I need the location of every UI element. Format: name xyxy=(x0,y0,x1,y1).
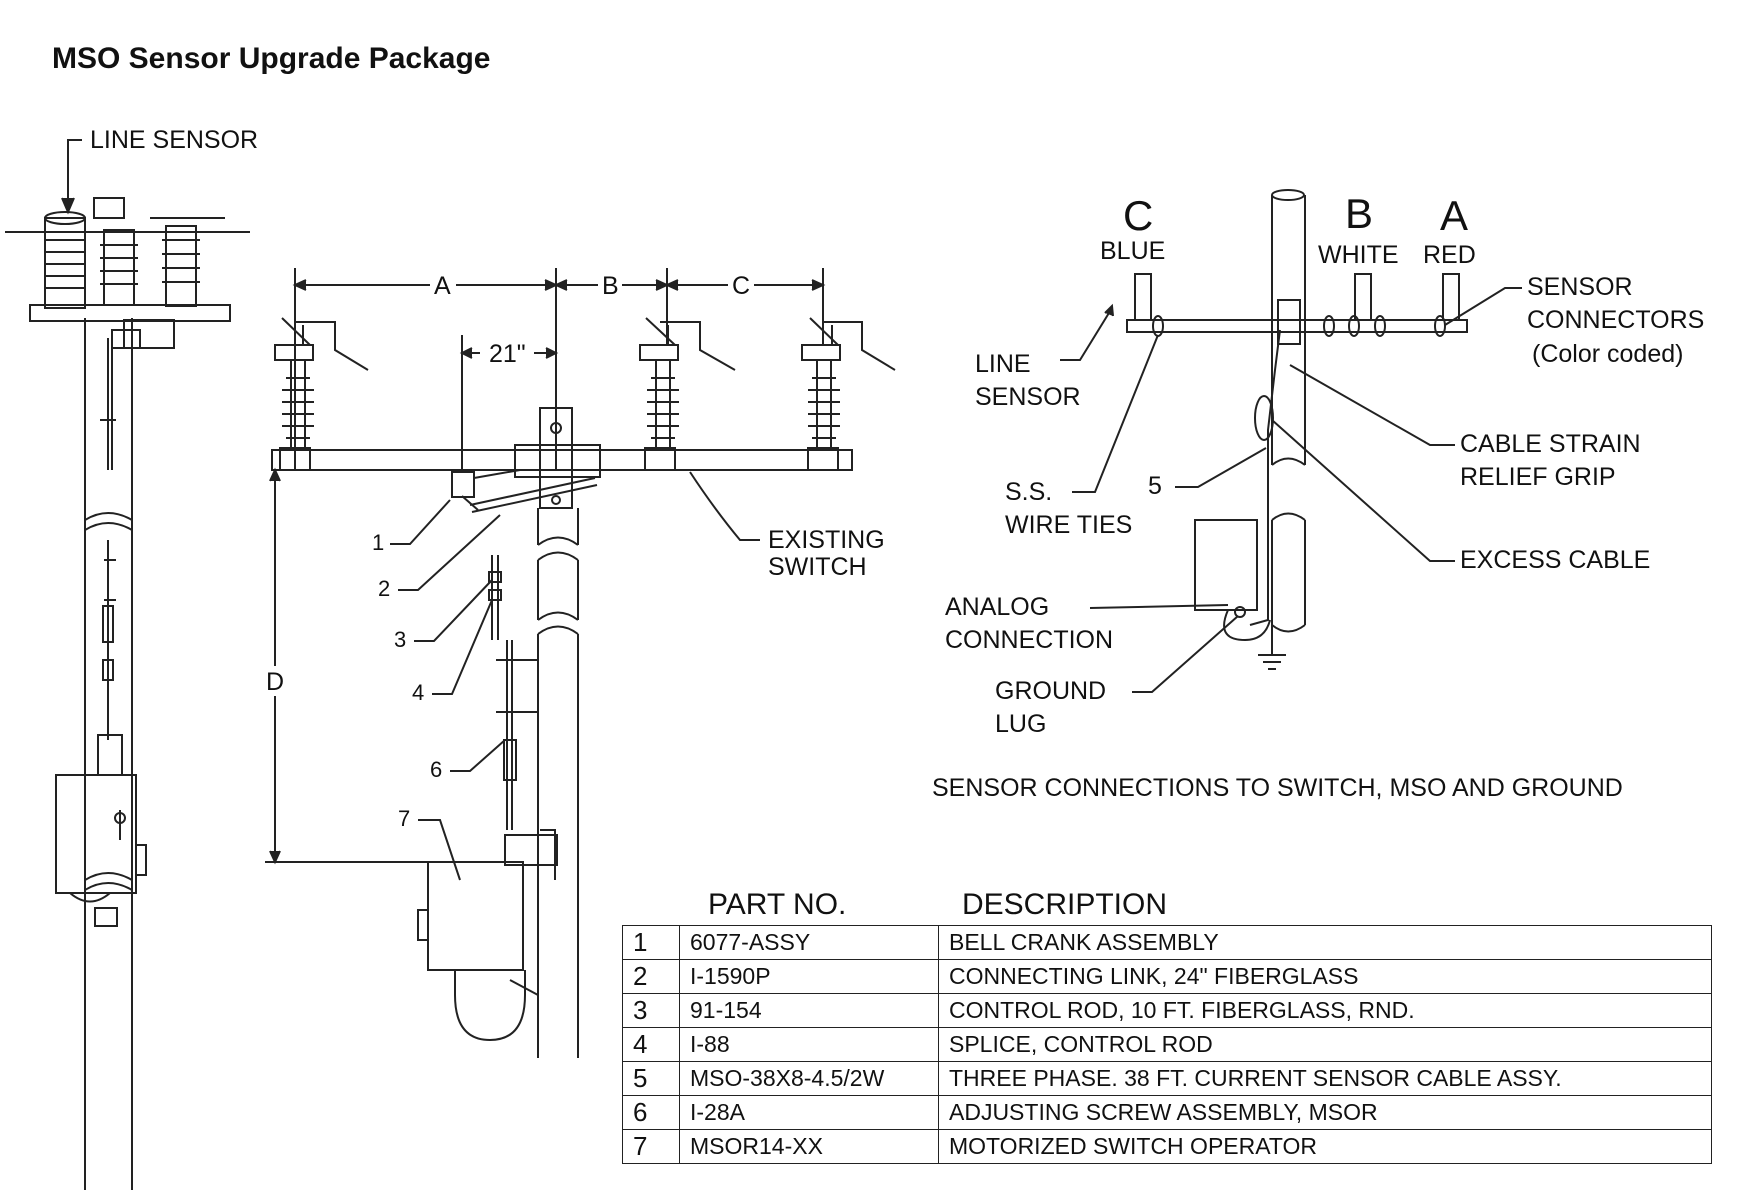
connections-caption: SENSOR CONNECTIONS TO SWITCH, MSO AND GR… xyxy=(932,774,1623,802)
dim-b: B xyxy=(602,272,619,300)
callout-3: 3 xyxy=(394,627,406,652)
sensor-connectors-label-2: CONNECTORS xyxy=(1527,306,1704,334)
line-sensor-label-1: LINE xyxy=(975,350,1031,378)
phase-b-color: WHITE xyxy=(1318,241,1399,269)
table-row: 6 I-28A ADJUSTING SCREW ASSEMBLY, MSOR xyxy=(622,1095,1712,1130)
ss-wire-ties-label-1: S.S. xyxy=(1005,478,1052,506)
switch-insulator xyxy=(801,317,896,471)
callout-1: 1 xyxy=(372,530,384,555)
parts-table: 1 6077-ASSY BELL CRANK ASSEMBLY 2 I-1590… xyxy=(622,925,1712,1164)
item-number: 7 xyxy=(622,1129,680,1164)
part-number: I-28A xyxy=(679,1095,939,1130)
part-description: MOTORIZED SWITCH OPERATOR xyxy=(938,1129,1712,1164)
phase-c-letter: C xyxy=(1123,192,1153,239)
existing-switch-label-1: EXISTING xyxy=(768,526,885,554)
table-row: 3 91-154 CONTROL ROD, 10 FT. FIBERGLASS,… xyxy=(622,993,1712,1028)
existing-switch-label-2: SWITCH xyxy=(768,553,867,581)
table-row: 5 MSO-38X8-4.5/2W THREE PHASE. 38 FT. CU… xyxy=(622,1061,1712,1096)
item-number: 2 xyxy=(622,959,680,994)
part-description: ADJUSTING SCREW ASSEMBLY, MSOR xyxy=(938,1095,1712,1130)
part-description: CONNECTING LINK, 24" FIBERGLASS xyxy=(938,959,1712,994)
callout-2: 2 xyxy=(378,576,390,601)
part-number: I-1590P xyxy=(679,959,939,994)
side-view: LINE SENSOR xyxy=(5,126,258,1190)
callout-7: 7 xyxy=(398,806,410,831)
sensor-connectors-label-1: SENSOR xyxy=(1527,273,1633,301)
switch-insulator xyxy=(639,317,736,471)
phase-c-color: BLUE xyxy=(1100,237,1165,265)
table-row: 1 6077-ASSY BELL CRANK ASSEMBLY xyxy=(622,925,1712,960)
analog-connection-label-1: ANALOG xyxy=(945,593,1049,621)
ground-lug-label-2: LUG xyxy=(995,710,1046,738)
table-row: 2 I-1590P CONNECTING LINK, 24" FIBERGLAS… xyxy=(622,959,1712,994)
parts-header-part-no: PART NO. xyxy=(708,888,847,921)
part-number: 6077-ASSY xyxy=(679,925,939,960)
item-number: 6 xyxy=(622,1095,680,1130)
analog-connection-label-2: CONNECTION xyxy=(945,626,1113,654)
line-sensor-label: LINE SENSOR xyxy=(90,126,258,154)
part-description: BELL CRANK ASSEMBLY xyxy=(938,925,1712,960)
connections-view: C BLUE B WHITE A RED SENSOR CON xyxy=(932,189,1704,802)
page-title: MSO Sensor Upgrade Package xyxy=(52,42,491,75)
table-row: 7 MSOR14-XX MOTORIZED SWITCH OPERATOR xyxy=(622,1129,1712,1164)
phase-b-letter: B xyxy=(1345,190,1373,237)
part-number: MSOR14-XX xyxy=(679,1129,939,1164)
callout-5: 5 xyxy=(1148,472,1162,500)
phase-a-letter: A xyxy=(1440,192,1468,239)
part-description: CONTROL ROD, 10 FT. FIBERGLASS, RND. xyxy=(938,993,1712,1028)
part-description: THREE PHASE. 38 FT. CURRENT SENSOR CABLE… xyxy=(938,1061,1712,1096)
item-number: 1 xyxy=(622,925,680,960)
part-description: SPLICE, CONTROL ROD xyxy=(938,1027,1712,1062)
dim-a: A xyxy=(434,272,451,300)
excess-cable-label: EXCESS CABLE xyxy=(1460,546,1650,574)
front-view: A B C 21" xyxy=(262,268,896,1058)
ss-wire-ties-label-2: WIRE TIES xyxy=(1005,511,1132,539)
part-number: MSO-38X8-4.5/2W xyxy=(679,1061,939,1096)
ground-lug-label-1: GROUND xyxy=(995,677,1106,705)
parts-header-description: DESCRIPTION xyxy=(962,888,1168,921)
phase-a-color: RED xyxy=(1423,241,1476,269)
item-number: 4 xyxy=(622,1027,680,1062)
dim-c: C xyxy=(732,272,750,300)
part-number: 91-154 xyxy=(679,993,939,1028)
item-number: 5 xyxy=(622,1061,680,1096)
switch-insulator xyxy=(274,317,369,471)
callout-4: 4 xyxy=(412,680,424,705)
dim-21-inch: 21" xyxy=(489,340,526,368)
item-number: 3 xyxy=(622,993,680,1028)
part-number: I-88 xyxy=(679,1027,939,1062)
callout-6: 6 xyxy=(430,757,442,782)
cable-strain-label-1: CABLE STRAIN xyxy=(1460,430,1641,458)
sensor-connectors-label-3: (Color coded) xyxy=(1532,340,1683,368)
dim-d: D xyxy=(266,668,284,696)
line-sensor-label-2: SENSOR xyxy=(975,383,1081,411)
cable-strain-label-2: RELIEF GRIP xyxy=(1460,463,1616,491)
table-row: 4 I-88 SPLICE, CONTROL ROD xyxy=(622,1027,1712,1062)
